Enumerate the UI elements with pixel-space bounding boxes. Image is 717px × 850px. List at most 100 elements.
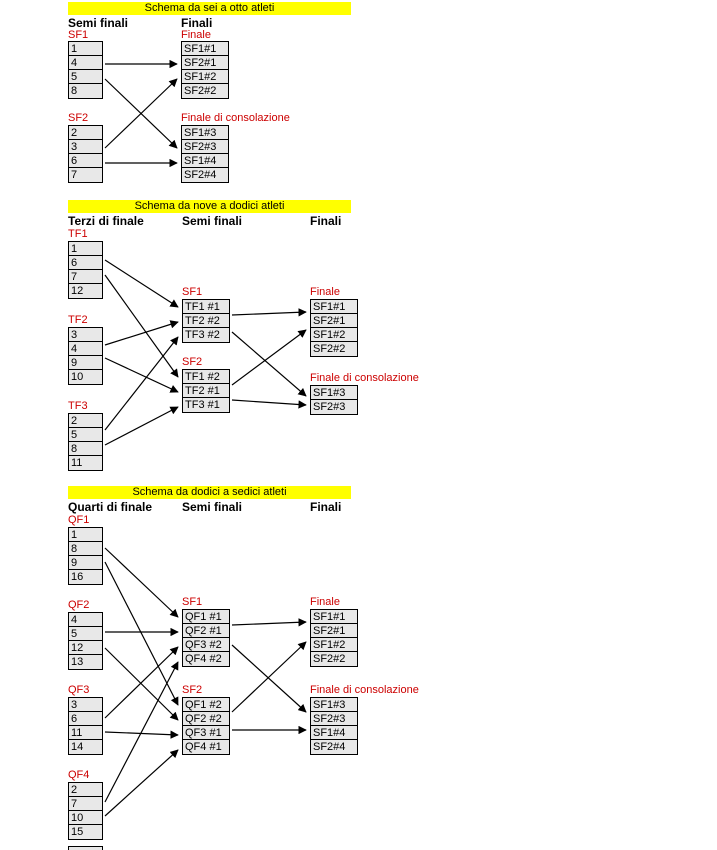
section3-qf2-box: 4 5 12 13 [68,612,103,670]
qualifier-row: TF1 #1 [183,300,229,314]
seed-row: 14 [71,741,84,753]
arrow-sf2-consolation [231,399,307,409]
qualifier-row: SF1#1 [311,300,357,314]
section2-tf1-label: TF1 [68,228,88,240]
qualifier-row: SF1#3 [311,386,357,400]
qualifier-row: TF3 #1 [185,399,220,411]
arrow-sf2-finale [104,78,178,149]
qualifier-row: QF2 #2 [183,712,229,726]
arrow-qf1-sf1 [104,547,179,618]
qualifier-row: SF2#1 [311,624,357,638]
section1-sf2-label: SF2 [68,112,89,124]
section3-qf1-box: 1 8 9 16 [68,527,103,585]
section3-sf2-box: QF1 #2 QF2 #2 QF3 #1 QF4 #1 [182,697,230,755]
section2-finale-box: SF1#1 SF2#1 SF1#2 SF2#2 [310,299,358,357]
seed-row: 9 [69,556,102,570]
section2-consolation-box: SF1#3 SF2#3 [310,385,358,415]
arrow-sf1-finale [231,308,307,317]
arrow-sf1-consolation [231,644,307,713]
section2-sf1-box: TF1 #1 TF2 #2 TF3 #2 [182,299,230,343]
seed-row: 1 [69,42,102,56]
seed-row: 1 [69,242,102,256]
qualifier-row: SF1#2 [311,328,357,342]
section3-qf4-label: QF4 [68,769,90,781]
section2-sf2-box: TF1 #2 TF2 #1 TF3 #1 [182,369,230,413]
section1-column-header-finals: Finali [181,16,213,30]
arrow-sf1-consolation [104,78,178,149]
section3-finale-label: Finale [310,596,340,608]
arrow-qf2-sf2 [104,647,179,721]
qualifier-row: TF2 #2 [183,314,229,328]
seed-row: 6 [69,154,102,168]
qualifier-row: QF1 #2 [183,698,229,712]
seed-row: 4 [69,342,102,356]
section3-qf1-label: QF1 [68,514,90,526]
section3-sf2-label: SF2 [182,684,203,696]
seed-row: 2 [69,414,102,428]
seed-row: 16 [71,571,84,583]
section3-sf1-box: QF1 #1 QF2 #1 QF3 #2 QF4 #2 [182,609,230,667]
section3-column-header-quarters: Quarti di finale [68,500,153,514]
seed-row: 5 [69,428,102,442]
seed-row: 7 [69,797,102,811]
qualifier-row: SF1#1 [182,42,228,56]
seed-row: 3 [69,698,102,712]
qualifier-row: SF1#4 [311,726,357,740]
section3-column-header-finals: Finali [310,500,342,514]
qualifier-row: QF2 #1 [183,624,229,638]
qualifier-row: TF2 #1 [183,384,229,398]
qualifier-row: QF4 #1 [185,741,222,753]
qualifier-row: QF1 #1 [183,610,229,624]
qualifier-row: QF4 #2 [185,653,222,665]
cutoff-partial-box [68,846,103,850]
seed-row: 10 [69,811,102,825]
qualifier-row: SF2#4 [184,169,217,181]
arrow-qf4-sf1 [104,661,179,803]
section3-qf3-label: QF3 [68,684,90,696]
seed-row: 8 [71,85,78,97]
seed-row: 8 [69,442,102,456]
seed-row: 5 [69,627,102,641]
section1-sf1-box: 1 4 5 8 [68,41,103,99]
seed-row: 11 [71,457,83,469]
seed-row: 4 [69,56,102,70]
arrow-tf2-sf1 [104,320,179,346]
seed-row: 1 [69,528,102,542]
section1-sf2-box: 2 3 6 7 [68,125,103,183]
section1-consolation-box: SF1#3 SF2#3 SF1#4 SF2#4 [181,125,229,183]
section1-finale-label: Finale [181,29,211,41]
section3-sf1-label: SF1 [182,596,203,608]
qualifier-row: SF2#4 [313,741,346,753]
qualifier-row: SF1#2 [182,70,228,84]
seed-row: 2 [69,126,102,140]
section1-banner: Schema da sei a otto atleti [68,2,351,15]
arrow-qf1-sf2 [104,561,179,706]
seed-row: 9 [69,356,102,370]
arrow-sf1-consolation [231,331,307,397]
section2-tf3-box: 2 5 8 11 [68,413,103,471]
section3-finale-box: SF1#1 SF2#1 SF1#2 SF2#2 [310,609,358,667]
seed-row: 6 [69,256,102,270]
arrow-tf1-sf2 [104,274,179,378]
section1-consolation-label: Finale di consolazione [181,112,290,124]
qualifier-row: SF2#2 [184,85,217,97]
section3-banner: Schema da dodici a sedici atleti [68,486,351,499]
section1-sf1-label: SF1 [68,29,89,41]
section3-qf4-box: 2 7 10 15 [68,782,103,840]
qualifier-row: TF1 #2 [183,370,229,384]
seed-row: 6 [69,712,102,726]
qualifier-row: TF3 #2 [185,329,220,341]
section2-sf2-label: SF2 [182,356,203,368]
arrow-tf2-sf2 [104,357,179,393]
qualifier-row: QF3 #1 [183,726,229,740]
section3-consolation-box: SF1#3 SF2#3 SF1#4 SF2#4 [310,697,358,755]
section1-column-header-semifinals: Semi finali [68,16,129,30]
seed-row: 8 [69,542,102,556]
arrow-tf3-sf1 [104,336,179,431]
section2-tf1-box: 1 6 7 12 [68,241,103,299]
section2-column-header-finals: Finali [310,214,342,228]
section2-finale-label: Finale [310,286,340,298]
qualifier-row: SF1#4 [182,154,228,168]
section3-consolation-label: Finale di consolazione [310,684,419,696]
